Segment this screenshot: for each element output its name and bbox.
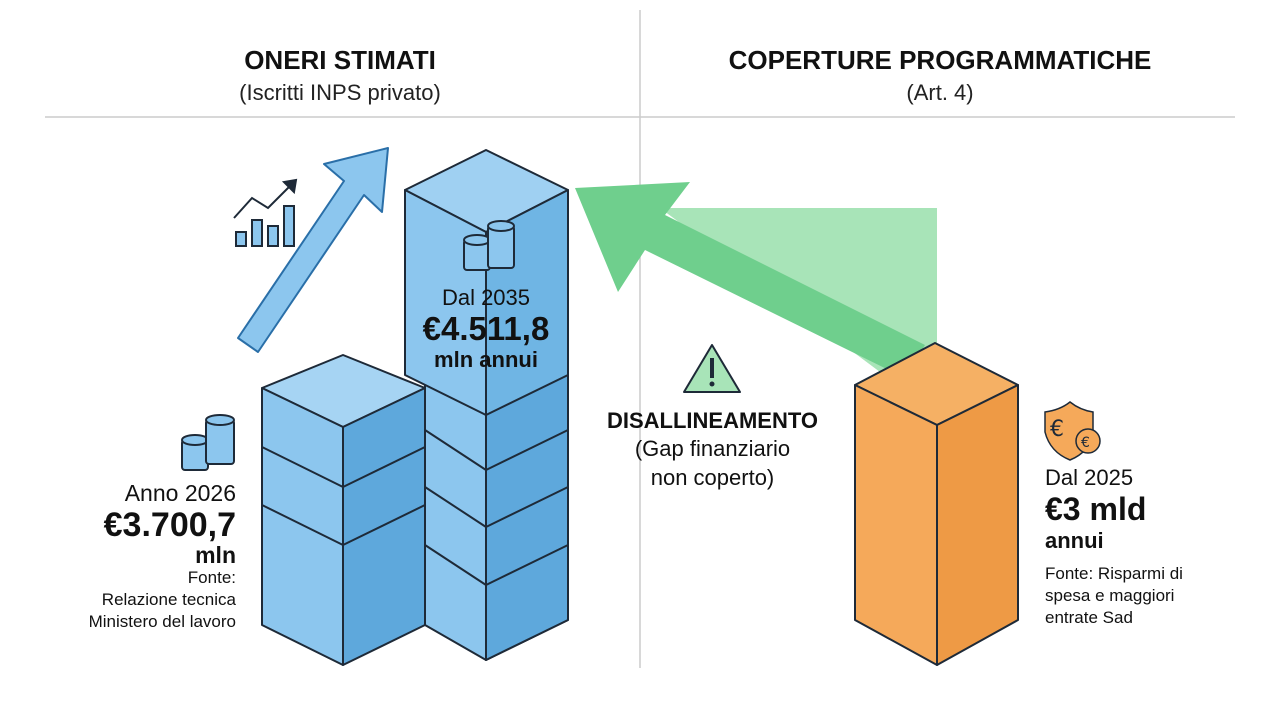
value-2035-block: Dal 2035 €4.511,8 mln annui — [395, 285, 577, 373]
left-subtitle: (Iscritti INPS privato) — [239, 80, 441, 105]
stack-2035 — [404, 149, 569, 661]
value-2025: €3 mld — [1045, 491, 1147, 527]
from-2025-label: Dal 2025 — [1045, 465, 1134, 490]
source-label: Fonte: — [187, 568, 236, 587]
trend-arrow-icon — [237, 147, 389, 353]
coverage-block — [854, 342, 1019, 666]
svg-text:€: € — [1050, 417, 1064, 442]
warning-icon — [683, 344, 741, 393]
growth-chart-icon — [233, 178, 298, 247]
value-2025-block: Dal 2025 €3 mld annui Fonte: Risparmi di… — [1045, 465, 1265, 629]
right-subtitle: (Art. 4) — [906, 80, 974, 105]
unit-2025: annui — [1045, 528, 1104, 553]
right-title: COPERTURE PROGRAMMATICHE — [728, 45, 1152, 75]
value-2026: €3.700,7 — [103, 506, 236, 544]
coins-icon — [463, 220, 515, 271]
unit-2035: mln annui — [434, 347, 538, 372]
from-2035-label: Dal 2035 — [441, 285, 531, 310]
source-line1: Relazione tecnica — [101, 590, 236, 609]
source-line2: Ministero del lavoro — [88, 612, 236, 631]
shield-euro-icon: € € — [1044, 401, 1101, 461]
gap-title: DISALLINEAMENTO — [606, 408, 819, 433]
right-source-line3: entrate Sad — [1045, 608, 1133, 627]
green-arrow-icon — [575, 182, 925, 378]
right-source-line1: Fonte: Risparmi di — [1045, 564, 1183, 583]
right-source-line2: spesa e maggiori — [1045, 586, 1175, 605]
value-2035: €4.511,8 — [422, 310, 550, 347]
year-2026-label: Anno 2026 — [124, 480, 236, 506]
coins-icon — [181, 414, 235, 471]
stack-2026 — [261, 354, 426, 666]
gap-line1: (Gap finanziario — [634, 436, 791, 461]
unit-2026: mln — [195, 542, 236, 568]
svg-text:€: € — [1081, 435, 1090, 451]
gap-line2: non coperto) — [650, 465, 775, 490]
left-title: ONERI STIMATI — [244, 45, 436, 75]
value-2026-block: Anno 2026 €3.700,7 mln Fonte: Relazione … — [20, 480, 236, 633]
gap-block: DISALLINEAMENTO (Gap finanziario non cop… — [580, 408, 845, 492]
